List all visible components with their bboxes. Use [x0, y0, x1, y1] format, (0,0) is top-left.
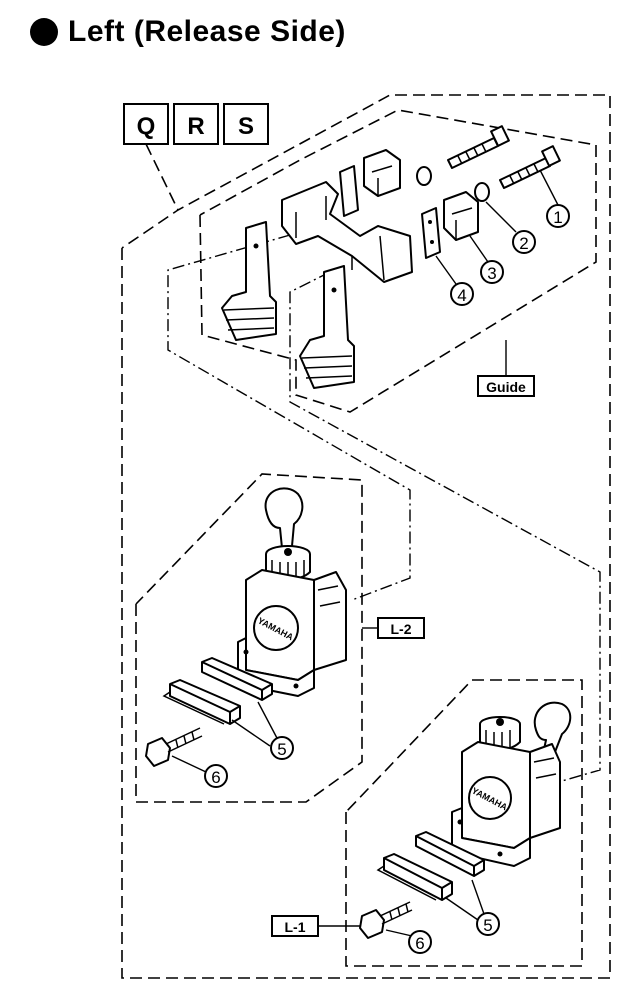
guide-arm-left-ribs [223, 307, 275, 331]
guide-arm-right-hole [331, 287, 337, 293]
callout-1-label: 1 [553, 208, 562, 227]
l1-label-box [271, 915, 319, 937]
leader-5b [471, 879, 485, 915]
model-box-r-label: R [187, 113, 204, 140]
l2-screw-thread [165, 727, 203, 753]
page-heading: Left (Release Side) [30, 10, 346, 54]
bullet-icon [30, 18, 58, 46]
leader-5a [257, 701, 279, 741]
l2-label-box [377, 617, 425, 639]
part-1-bolt [499, 145, 561, 189]
l1-emblem [468, 776, 512, 820]
guide-label-box [477, 375, 535, 397]
callout-6a-label: 6 [211, 768, 220, 787]
leader-1 [539, 169, 559, 206]
model-boxes: Q R S [123, 103, 269, 211]
page-title: Left (Release Side) [68, 15, 346, 48]
guide-arm-left [221, 221, 277, 341]
callout-6b-label: 6 [415, 934, 424, 953]
l1-screw-thread [379, 901, 413, 925]
l1-body-side [529, 743, 561, 839]
l1-base-hole-b [497, 851, 503, 857]
callout-6b [408, 930, 432, 954]
guide-label: Guide [486, 379, 526, 395]
model-box-leader [145, 143, 179, 211]
l1-group-boundary [345, 679, 583, 967]
callout-4 [450, 282, 474, 306]
callout-4-label: 4 [457, 286, 466, 305]
callout-5b-label: 5 [483, 916, 492, 935]
callout-3 [480, 260, 504, 284]
l1-label: L-1 [285, 919, 306, 935]
part-3-clip-detail [451, 207, 473, 240]
l2-label: L-2 [391, 621, 412, 637]
l1-cable-stopper: YAMAHA [359, 701, 572, 939]
l1-body-side-detail [533, 757, 557, 779]
l1-knob-knurl [485, 730, 511, 750]
callout-5a [270, 736, 294, 760]
callout-1 [546, 204, 570, 228]
outer-boundary [121, 94, 611, 979]
l2-screw-head [145, 737, 171, 767]
callout-5a-label: 5 [277, 740, 286, 759]
l1-screw-head [359, 909, 385, 939]
leader-4 [435, 255, 457, 285]
model-box-q-label: Q [137, 113, 156, 140]
l2-base-hole-a [243, 649, 249, 655]
guide-arm-left-hole [253, 243, 259, 249]
l1-shim-lower [383, 853, 453, 901]
leader-6b [385, 929, 413, 937]
leader-5a-b [231, 719, 271, 747]
callout-6a [204, 764, 228, 788]
model-box-s [223, 103, 269, 145]
l2-body-side [313, 571, 347, 671]
l2-lever [264, 487, 304, 549]
leader-2 [485, 201, 517, 233]
l2-shim-upper [201, 657, 273, 701]
l2-group-boundary [135, 473, 363, 803]
connection-line-l2 [167, 234, 411, 601]
part-2-washer [474, 182, 490, 202]
upper-clip [363, 149, 401, 197]
connection-line-l1 [289, 271, 601, 786]
model-box-r [173, 103, 219, 145]
leader-5b-b [445, 897, 479, 921]
l2-shim-lower [169, 679, 241, 725]
l1-base-hole-a [457, 819, 463, 825]
guide-arm-right [299, 265, 355, 389]
l2-cable-stopper: YAMAHA [145, 487, 347, 767]
upper-clip-detail [371, 165, 393, 196]
guide-group-boundary [199, 109, 597, 413]
upper-shim-plate [339, 165, 359, 217]
part-4-hole-a [428, 220, 432, 224]
l2-knob-knurl [271, 560, 305, 581]
l2-body-side-detail [317, 585, 341, 607]
l2-emblem [253, 605, 299, 651]
l2-base-hole-b [293, 683, 299, 689]
part-3-clip [443, 191, 479, 241]
guide-bracket [281, 181, 413, 283]
upper-washer [416, 166, 432, 186]
l2-shim-edge [162, 691, 225, 725]
part-4-shim-plate [421, 207, 441, 259]
callout-2-label: 2 [519, 234, 528, 253]
l1-shim-upper [415, 831, 485, 877]
guide-arm-right-ribs [301, 355, 353, 379]
callout-3-label: 3 [487, 264, 496, 283]
l1-shim-edge [376, 865, 437, 901]
part-4-hole-b [430, 240, 434, 244]
leader-3 [469, 235, 489, 263]
guide-bracket-detail [295, 196, 385, 281]
leader-6a [171, 755, 207, 773]
upper-bolt [447, 125, 510, 169]
guide-assembly [221, 125, 561, 389]
l1-knob-center [496, 718, 504, 726]
callout-5b [476, 912, 500, 936]
model-box-s-label: S [238, 113, 254, 140]
callout-2 [512, 230, 536, 254]
l2-knob-center [284, 548, 292, 556]
